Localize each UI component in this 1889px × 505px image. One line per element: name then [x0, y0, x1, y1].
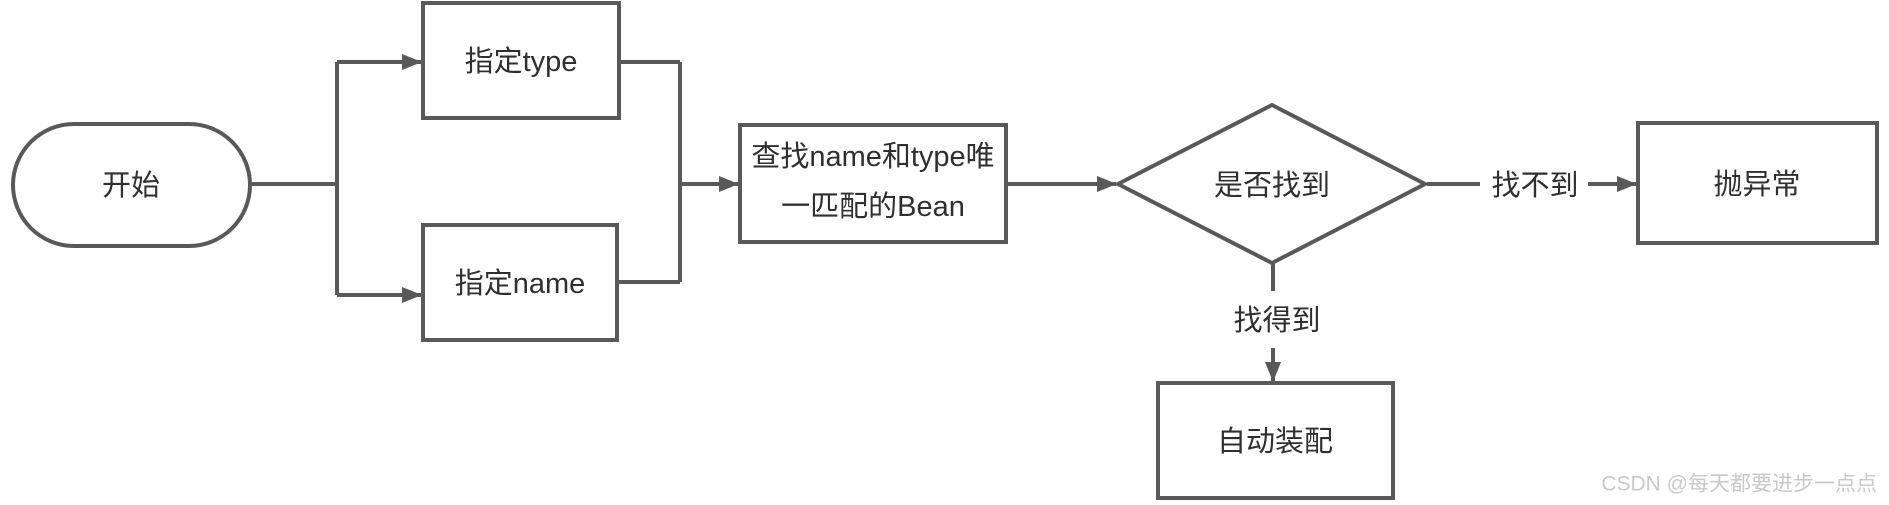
node-autowire-label: 自动装配 — [1217, 425, 1333, 458]
node-specify-name-label: 指定name — [455, 267, 586, 300]
node-autowire — [1156, 381, 1395, 500]
node-specify-type — [421, 1, 621, 120]
node-throw-exception — [1636, 121, 1879, 245]
node-throw-exception-label: 抛异常 — [1713, 168, 1800, 201]
node-decision-label: 是否找到 — [1214, 169, 1330, 202]
edge-label-found: 找得到 — [1233, 304, 1320, 337]
node-specify-type-label: 指定type — [465, 45, 578, 78]
node-lookup-label-line1: 查找name和type唯 — [751, 140, 994, 173]
node-start — [11, 122, 252, 248]
node-lookup — [738, 123, 1008, 244]
node-start-label: 开始 — [102, 169, 160, 202]
edge-label-not-found: 找不到 — [1491, 169, 1578, 202]
node-lookup-label-line2: 一匹配的Bean — [781, 190, 965, 223]
watermark: CSDN @每天都要进步一点点 — [1601, 473, 1877, 496]
node-decision — [1113, 102, 1430, 266]
node-specify-name — [421, 223, 619, 342]
